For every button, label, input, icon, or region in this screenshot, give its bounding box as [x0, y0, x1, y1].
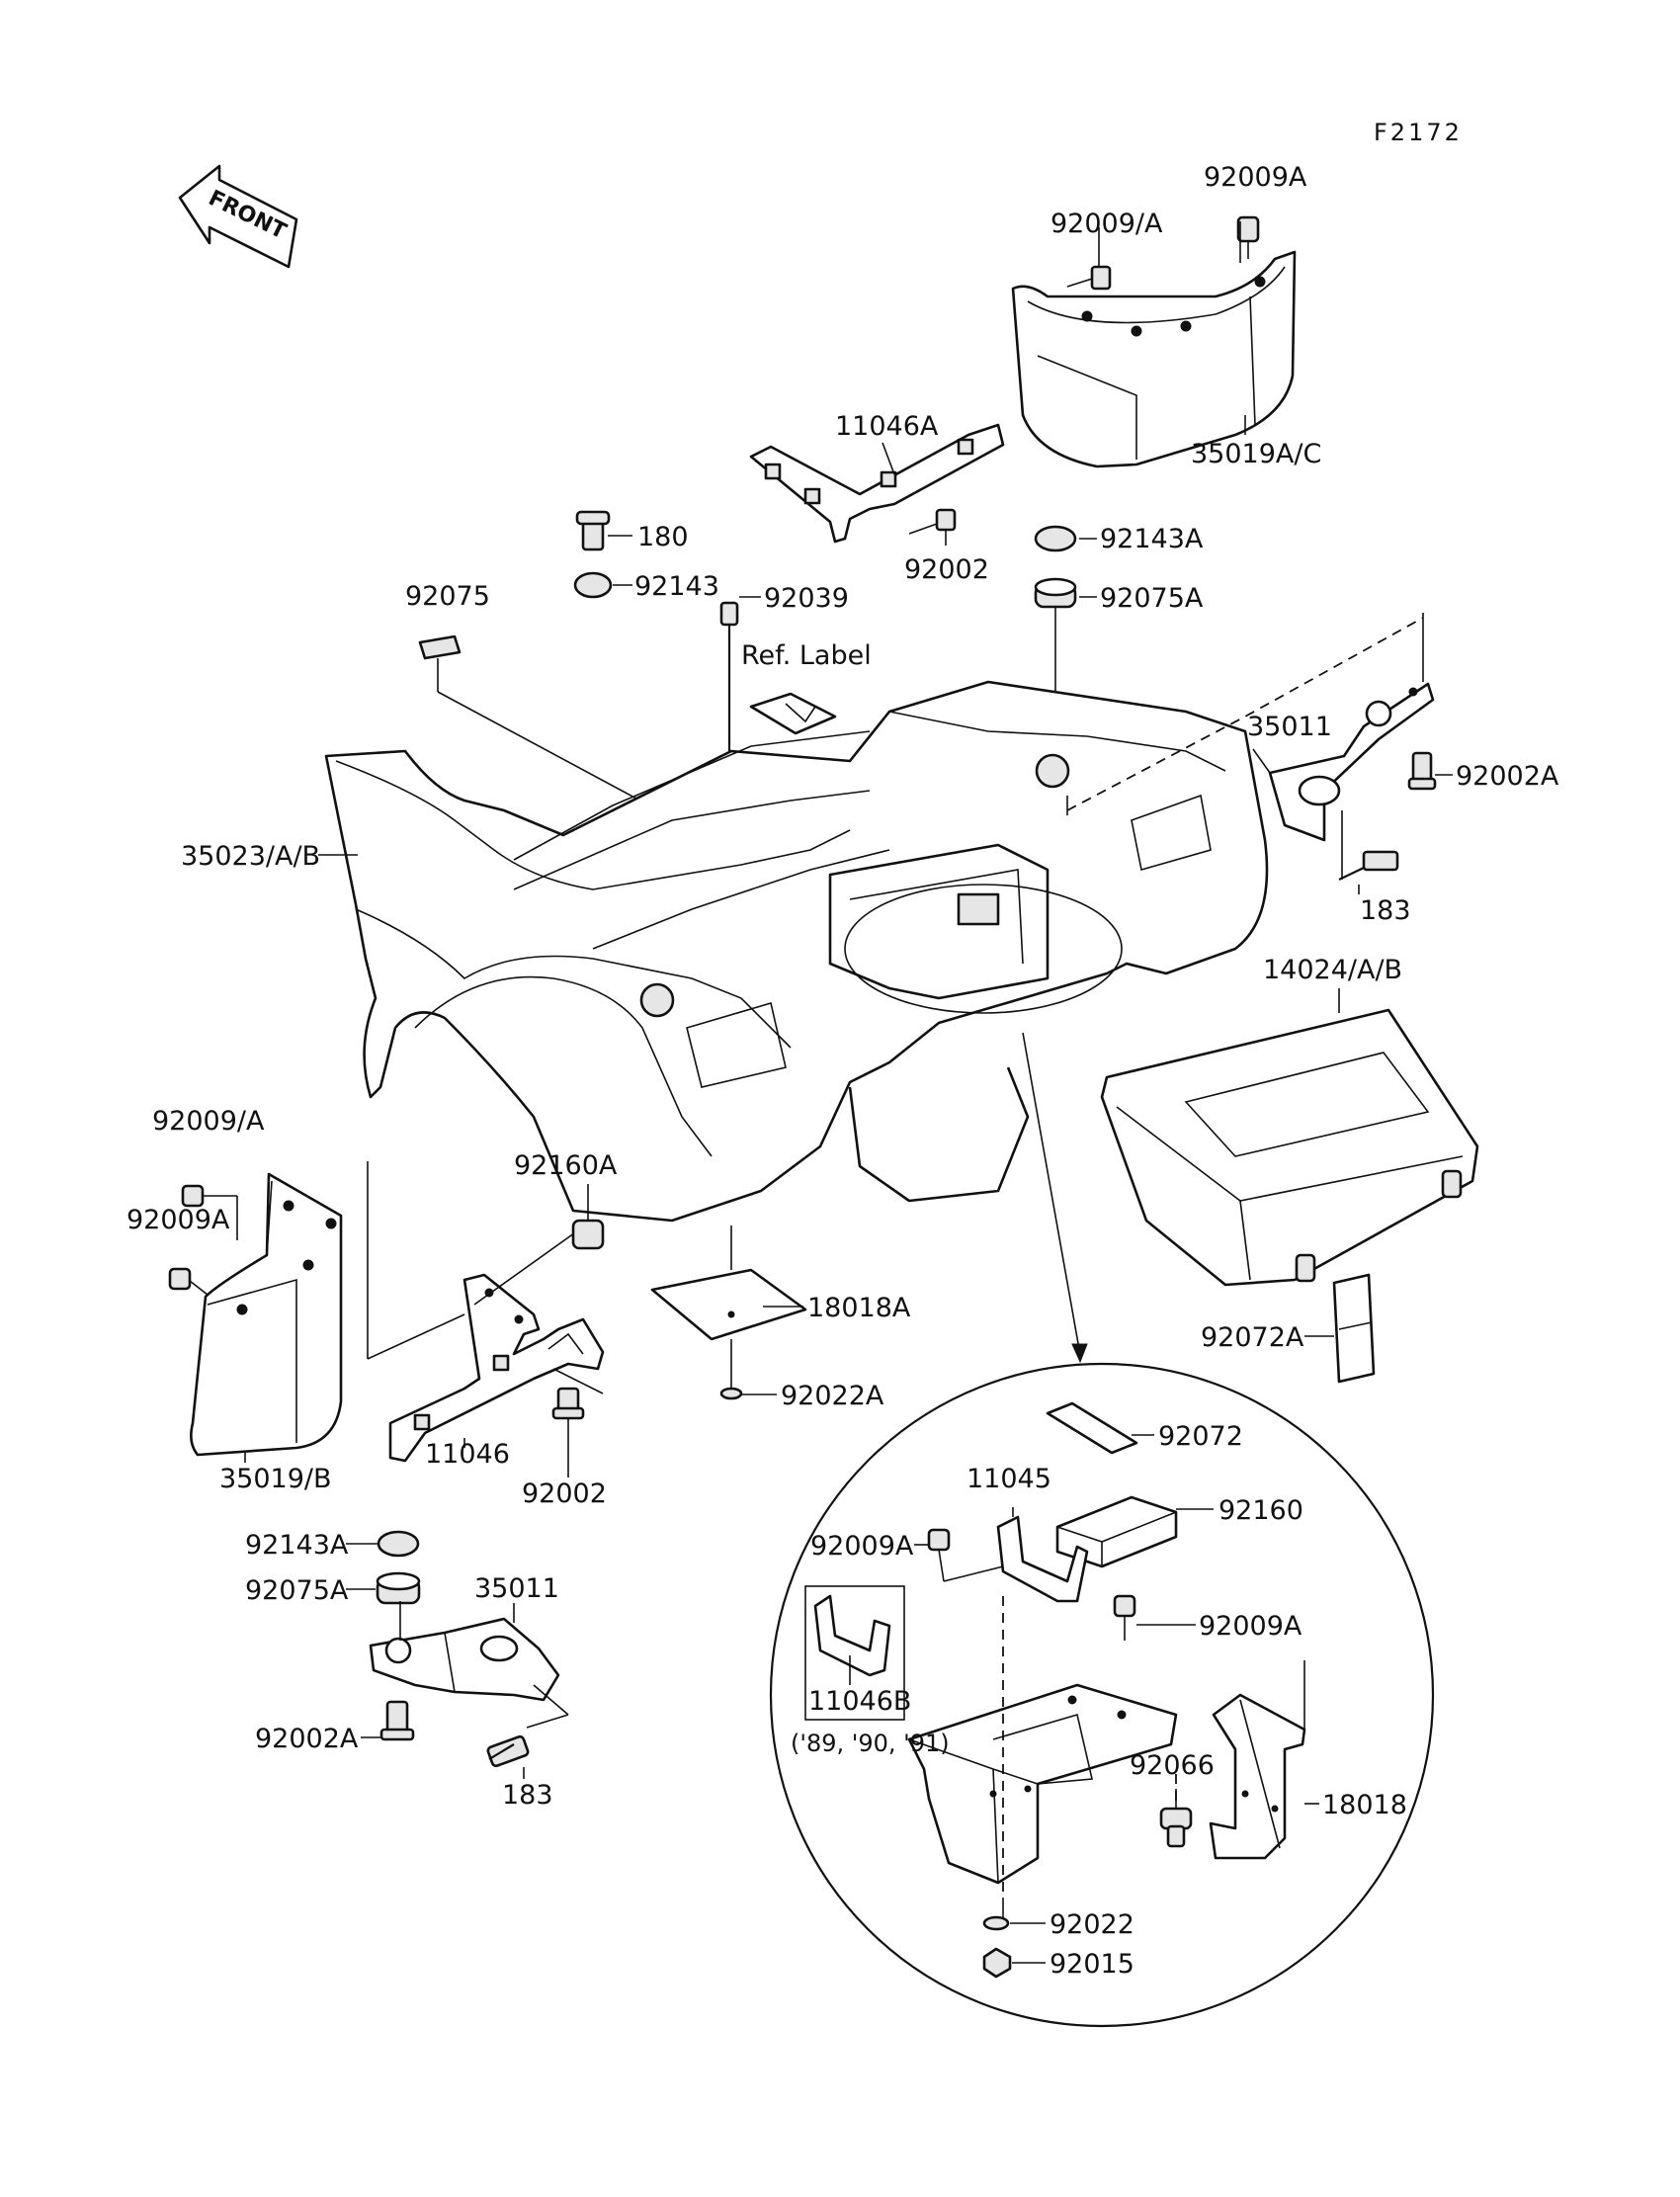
label-14024AB: 14024/A/B — [1263, 955, 1402, 985]
bracket-11046A — [749, 423, 1005, 544]
label-180: 180 — [637, 522, 689, 552]
bolt-183-right — [1338, 810, 1399, 881]
ref-label-icon — [749, 692, 837, 735]
washer-92022A — [719, 1339, 743, 1400]
label-92072A: 92072A — [1201, 1322, 1304, 1353]
label-18018: 18018 — [1322, 1790, 1407, 1820]
label-ref-label: Ref. Label — [741, 640, 872, 671]
strap-92072A — [1332, 1273, 1376, 1384]
label-11046A: 11046A — [835, 411, 939, 442]
bolt-92009A-inset-left — [927, 1528, 1004, 1582]
label-92002-top: 92002 — [904, 554, 989, 585]
bolt-92002-top — [908, 508, 957, 535]
side-cover-35019B — [190, 1172, 343, 1457]
label-92009A-inset-left: 92009A — [810, 1531, 914, 1562]
grommet-92143 — [573, 571, 613, 599]
part-labels: 92009A 92009/A 35019A/C 11046A 92002 921… — [126, 162, 1559, 1980]
battery-case — [907, 1683, 1178, 1885]
bolt-183-bottom — [486, 1684, 569, 1768]
label-92022A: 92022A — [781, 1381, 884, 1411]
bolt-92002-bottom — [551, 1368, 604, 1420]
bolt-92009A-top-1 — [1066, 265, 1112, 291]
label-92009A-inset-right: 92009A — [1199, 1611, 1302, 1642]
damper-92160A — [571, 1219, 605, 1250]
detail-inset-circle — [769, 1362, 1435, 2028]
label-35011-right: 35011 — [1247, 712, 1332, 742]
damper-92160 — [1055, 1495, 1178, 1568]
label-92009A-slash-top: 92009/A — [1050, 209, 1163, 239]
label-92075A-bottom: 92075A — [245, 1575, 349, 1606]
washer-92022 — [982, 1915, 1010, 1931]
front-arrow-icon: FRONT — [178, 164, 298, 269]
label-183-bottom: 183 — [502, 1780, 553, 1811]
label-92009A-top: 92009A — [1204, 162, 1307, 193]
nut-92015 — [982, 1947, 1012, 1979]
figure-code: F2172 — [1374, 119, 1463, 146]
label-92160: 92160 — [1218, 1495, 1303, 1526]
grommet-92143A-top — [1034, 525, 1077, 552]
label-92066: 92066 — [1130, 1750, 1215, 1781]
bracket-35011-right — [1268, 682, 1435, 842]
bolt-92009A-inset-right — [1113, 1594, 1136, 1641]
label-92009A-left: 92009A — [126, 1205, 230, 1235]
label-92002A-bottom: 92002A — [255, 1724, 359, 1754]
label-year-note: ('89, '90, '91) — [791, 1730, 950, 1757]
label-92022: 92022 — [1050, 1909, 1134, 1940]
rear-fender-35023AB — [324, 680, 1269, 1223]
label-11046: 11046 — [425, 1439, 510, 1470]
label-92039: 92039 — [764, 583, 849, 614]
label-92143A-bottom: 92143A — [245, 1530, 349, 1561]
label-92075: 92075 — [405, 581, 490, 612]
label-35019AC: 35019A/C — [1191, 439, 1321, 469]
label-92160A: 92160A — [514, 1150, 618, 1181]
grommet-92143A-bottom — [377, 1530, 420, 1558]
label-183-right: 183 — [1360, 895, 1411, 926]
label-92143A-top: 92143A — [1100, 524, 1204, 554]
bolt-180 — [575, 510, 611, 551]
bolt-92009A-top-2 — [1236, 215, 1260, 259]
pad-92075 — [418, 634, 678, 821]
label-11045: 11045 — [966, 1464, 1051, 1494]
cover-14024AB — [1100, 1008, 1479, 1287]
label-35011-bottom: 35011 — [474, 1573, 559, 1604]
grommet-92075A-top — [1034, 577, 1077, 609]
label-92002A-right: 92002A — [1456, 761, 1559, 792]
bolt-92009A-left-2 — [168, 1267, 209, 1296]
plate-18018A — [650, 1225, 807, 1341]
grommet-92075A-bottom — [376, 1571, 421, 1605]
bracket-11045 — [996, 1515, 1089, 1603]
label-92072: 92072 — [1158, 1421, 1243, 1452]
leader-lines — [244, 221, 1453, 1964]
bolt-92002A-right — [1407, 751, 1437, 791]
label-92002-bottom: 92002 — [522, 1479, 607, 1509]
clip-92066 — [1159, 1774, 1193, 1848]
strap-92072 — [1046, 1401, 1138, 1455]
label-92015: 92015 — [1050, 1949, 1134, 1980]
label-92075A-top: 92075A — [1100, 583, 1204, 614]
label-92009A-slash-left: 92009/A — [152, 1106, 265, 1137]
bolt-92009A-left-1 — [181, 1184, 238, 1240]
label-18018A: 18018A — [807, 1293, 911, 1323]
bracket-11046 — [388, 1273, 605, 1463]
label-11046B: 11046B — [808, 1686, 911, 1717]
bolt-92002A-bottom — [379, 1700, 415, 1741]
bracket-35011-bottom — [369, 1601, 560, 1702]
bracket-18018 — [1209, 1660, 1306, 1860]
label-35023AB: 35023/A/B — [181, 841, 320, 872]
label-35019B: 35019/B — [219, 1464, 332, 1494]
bracket-11046B-box — [804, 1585, 905, 1721]
side-cover-35019AC — [1011, 250, 1297, 468]
label-92143: 92143 — [634, 571, 719, 602]
